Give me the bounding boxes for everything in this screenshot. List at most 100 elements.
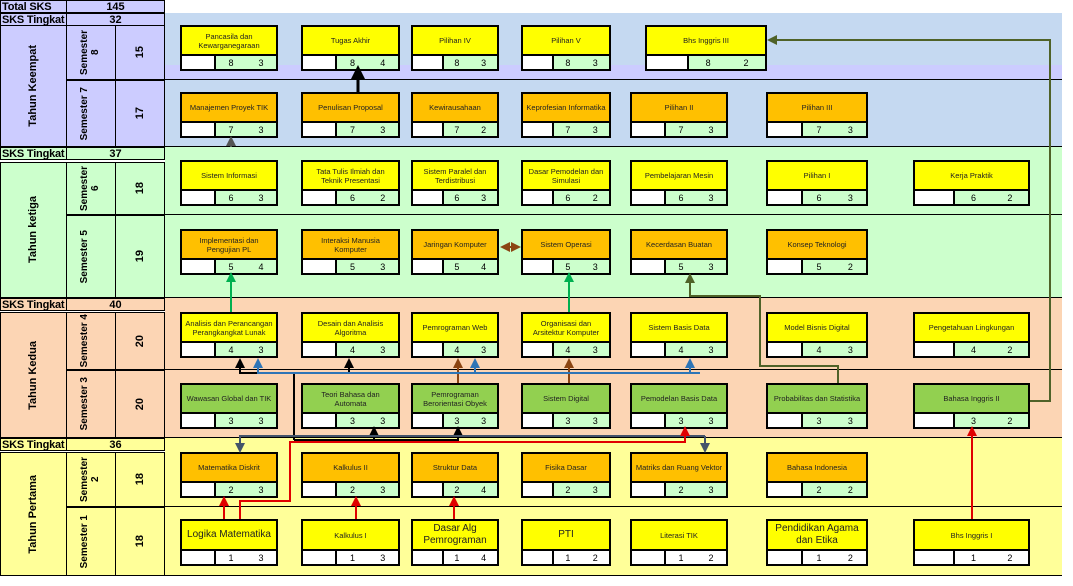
course-code-cell: [632, 551, 666, 564]
course-semester: 2: [816, 484, 822, 495]
semester-divider: [165, 369, 1062, 370]
course-name: Struktur Data: [413, 454, 497, 483]
course-name: Kecerdasan Buatan: [632, 231, 726, 260]
course-name: Pilihan III: [768, 94, 866, 123]
course-name: Organisasi dan Arsitektur Komputer: [523, 314, 609, 343]
course-sks: 3: [258, 415, 264, 426]
course-code-cell: [523, 260, 555, 273]
course-sks: 3: [258, 552, 264, 563]
course-name: Pilihan II: [632, 94, 726, 123]
course-code-cell: [303, 414, 338, 427]
course-semester: 3: [228, 415, 234, 426]
sks-tingkat-value: 40: [66, 298, 165, 311]
course-name: Bhs Inggris I: [915, 521, 1028, 551]
year-label: Tahun Keempat: [0, 25, 67, 147]
course-sks: 2: [1007, 415, 1013, 426]
course-name: Implementasi dan Pengujian PL: [182, 231, 276, 260]
course-code-cell: [182, 343, 216, 356]
course-code-cell: [523, 123, 555, 136]
course-semester: 4: [971, 344, 977, 355]
sks-tingkat-value: 36: [66, 438, 165, 451]
course-card[interactable]: Analisis dan Perancangan Perangkangkat L…: [180, 312, 278, 358]
course-name: Pancasila dan Kewarganegaraan: [182, 27, 276, 56]
course-name: Jaringan Komputer: [413, 231, 497, 260]
course-semester: 3: [971, 415, 977, 426]
course-name: Probabilitas dan Statistika: [768, 385, 866, 414]
course-semester: 4: [228, 344, 234, 355]
course-code-cell: [632, 343, 666, 356]
course-sks: 3: [380, 261, 386, 272]
course-semester: 5: [816, 261, 822, 272]
course-sks: 4: [380, 57, 386, 68]
course-code-cell: [915, 343, 956, 356]
course-semester: 6: [454, 192, 460, 203]
course-sks: 3: [481, 415, 487, 426]
course-sks: 2: [1007, 192, 1013, 203]
